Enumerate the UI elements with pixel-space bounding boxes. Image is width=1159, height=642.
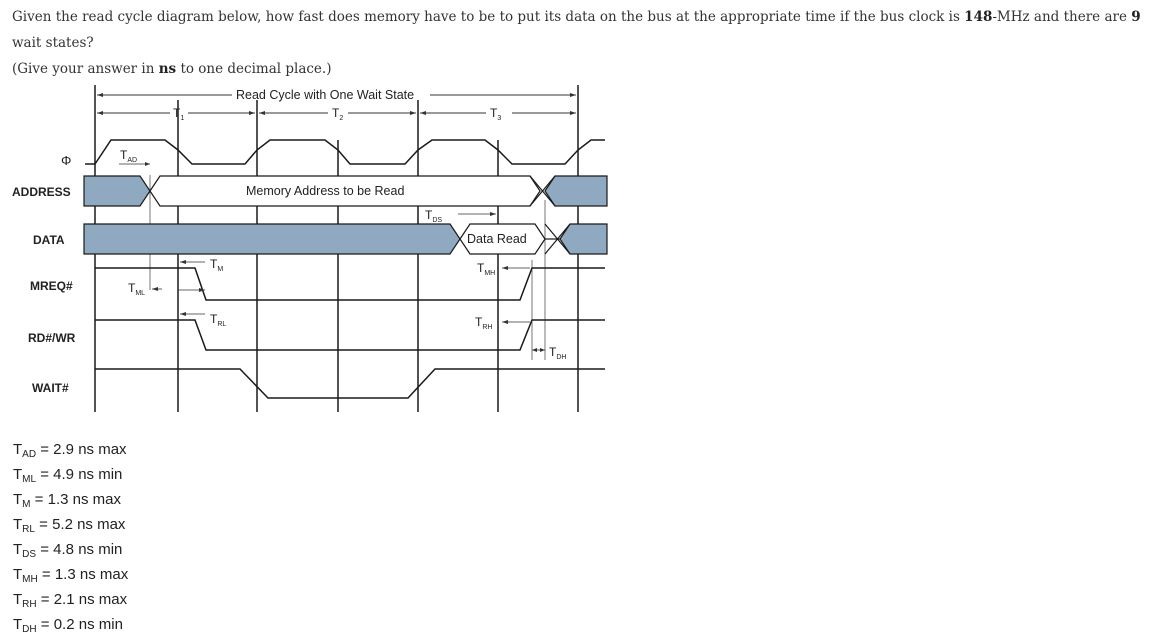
data-signal-label: DATA [33, 233, 65, 247]
tds-label: TDS [425, 208, 442, 224]
wait-waveform [95, 368, 605, 399]
arrowhead [259, 111, 265, 115]
clock-value: 148 [964, 9, 993, 25]
t1-label: T1 [173, 106, 184, 122]
arrowhead [570, 111, 576, 115]
diagram-title: Read Cycle with One Wait State [236, 88, 414, 102]
tm-label: TM [210, 257, 223, 273]
arrowhead [540, 348, 545, 352]
rdwr-waveform [95, 319, 605, 351]
question-line-2: (Give your answer in ns to one decimal p… [12, 56, 1152, 82]
data-invalid-left [83, 223, 461, 255]
read-cycle-timing-diagram: Read Cycle with One Wait State T1 T2 T3 … [12, 85, 608, 412]
arrowhead [249, 111, 255, 115]
question-part-2: -MHz and there are [992, 9, 1132, 25]
arrowhead [152, 287, 158, 291]
question-part-4: (Give your answer in [12, 61, 159, 77]
arrowhead [502, 266, 508, 270]
arrowhead [410, 111, 416, 115]
t2-label: T2 [332, 106, 343, 122]
address-invalid-left [83, 175, 151, 207]
data-cross [544, 223, 571, 255]
tad-label: TAD [120, 148, 137, 164]
arrowhead [199, 288, 205, 292]
rdwr-signal-label: RD#/WR [28, 331, 76, 345]
wait-signal-label: WAIT# [32, 381, 69, 395]
timing-spec-list: TAD = 2.9 ns max TML = 4.9 ns min TM = 1… [13, 437, 128, 637]
trh-label: TRH [475, 315, 492, 331]
arrowhead [490, 212, 496, 216]
unit-value: ns [158, 61, 177, 77]
address-cross [529, 175, 556, 207]
mreq-waveform [95, 267, 605, 301]
wait-states-value: 9 [1131, 9, 1141, 25]
address-invalid-right [544, 175, 608, 207]
spec-tm: TM = 1.3 ns max [13, 491, 121, 510]
spec-tad: TAD = 2.9 ns max [13, 441, 127, 460]
spec-tdh: TDH = 0.2 ns min [13, 616, 123, 635]
question-part-1: Given the read cycle diagram below, how … [12, 9, 965, 25]
phi-label: Φ [61, 153, 71, 168]
spec-tml: TML = 4.9 ns min [13, 466, 123, 485]
t3-label: T3 [490, 106, 501, 122]
arrowhead [180, 312, 186, 316]
spec-trh: TRH = 2.1 ns max [13, 591, 128, 610]
address-valid-region [149, 175, 541, 207]
spec-tds: TDS = 4.8 ns min [13, 541, 123, 560]
arrowhead [532, 348, 537, 352]
question-line-1: Given the read cycle diagram below, how … [12, 4, 1152, 56]
arrowhead [97, 111, 103, 115]
arrowhead [97, 93, 103, 97]
data-invalid-right [559, 223, 608, 255]
question-text: Given the read cycle diagram below, how … [12, 4, 1152, 82]
question-part-5: to one decimal place.) [176, 61, 332, 77]
arrowhead [570, 93, 576, 97]
address-region-text: Memory Address to be Read [246, 184, 404, 198]
arrowhead [180, 260, 186, 264]
address-signal-label: ADDRESS [12, 185, 71, 199]
data-region-text: Data Read [467, 232, 527, 246]
tmh-label: TMH [477, 261, 495, 277]
tml-label: TML [128, 281, 145, 297]
trl-label: TRL [210, 312, 226, 328]
clock-waveform [85, 139, 605, 165]
arrowhead [145, 162, 150, 166]
mreq-signal-label: MREQ# [30, 279, 73, 293]
question-part-3: wait states? [12, 35, 94, 51]
arrowhead [420, 111, 426, 115]
spec-trl: TRL = 5.2 ns max [13, 516, 126, 535]
spec-tmh: TMH = 1.3 ns max [13, 566, 129, 585]
arrowhead [502, 320, 508, 324]
tdh-label: TDH [549, 345, 566, 361]
